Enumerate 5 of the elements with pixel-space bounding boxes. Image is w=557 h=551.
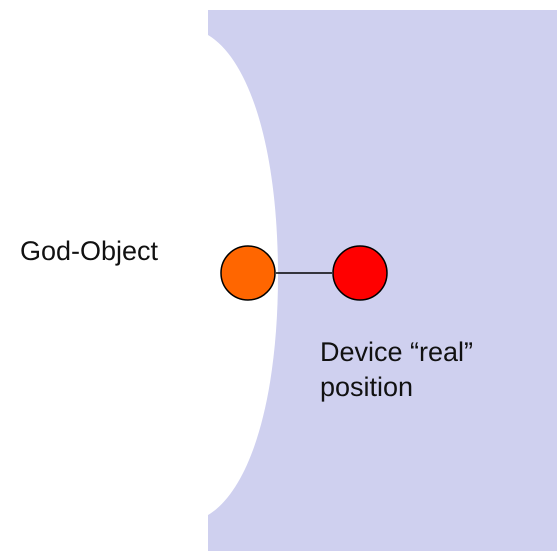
device-point-marker (332, 245, 388, 301)
point-caption: Device “real” position (320, 336, 474, 404)
point-caption: God-Object (20, 235, 160, 268)
proxy-point-marker (220, 245, 276, 301)
connector-line (276, 272, 332, 274)
